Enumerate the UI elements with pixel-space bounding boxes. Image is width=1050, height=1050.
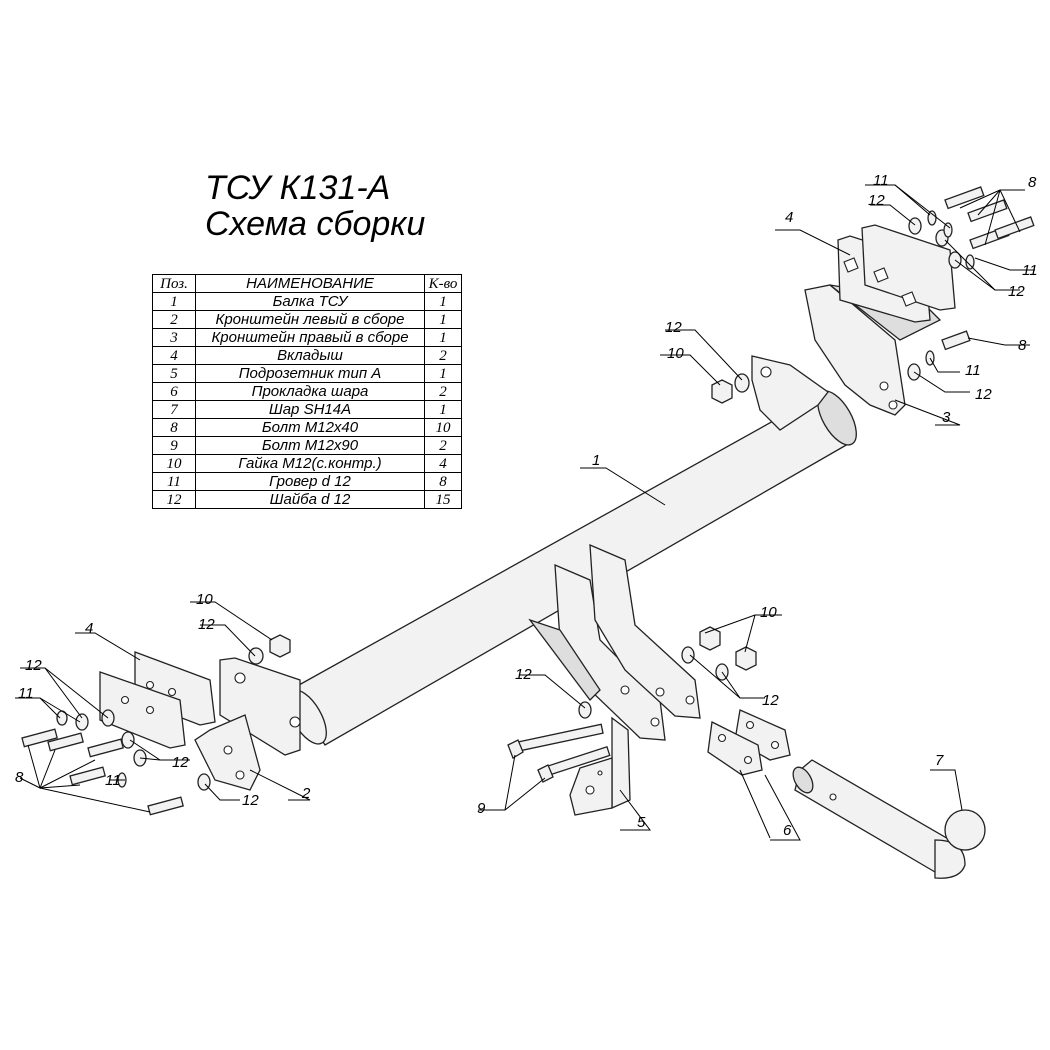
- diagram-title: ТСУ К131-А Схема сборки: [205, 170, 425, 242]
- row-pos: 12: [152, 490, 196, 509]
- callout-12-right: 12: [975, 386, 992, 403]
- callout-12-right-top: 12: [868, 192, 885, 209]
- row-name: Гровер d 12: [195, 472, 425, 491]
- row-name: Болт М12х90: [195, 436, 425, 455]
- row-name: Подрозетник тип А: [195, 364, 425, 383]
- callout-12-mid: 12: [665, 319, 682, 336]
- row-qty: 15: [424, 490, 462, 509]
- ball-pads-part-6: [707, 709, 791, 776]
- insert-left-part-4: [99, 651, 216, 749]
- callout-11-right-mid: 11: [1022, 262, 1038, 279]
- tow-ball-part-7: [792, 759, 986, 879]
- callout-8-left: 8: [15, 769, 24, 786]
- title-line-2: Схема сборки: [205, 205, 426, 243]
- row-name: Прокладка шара: [195, 382, 425, 401]
- row-name: Шайба d 12: [195, 490, 425, 509]
- callout-6: 6: [783, 822, 792, 839]
- callout-1: 1: [592, 452, 600, 469]
- callout-10-left: 10: [196, 591, 213, 608]
- callout-12-left-b: 12: [242, 792, 259, 809]
- title-line-1: ТСУ К131-А: [205, 169, 391, 207]
- callout-4-right: 4: [785, 209, 793, 226]
- callout-10-right: 10: [760, 604, 777, 621]
- callout-10-mid: 10: [667, 345, 684, 362]
- socket-plate-part-5: [569, 716, 631, 816]
- beam-part-1: [287, 355, 857, 746]
- row-name: Гайка М12(с.контр.): [195, 454, 425, 473]
- parts-table-header: Поз. НАИМЕНОВАНИЕ К-во: [152, 274, 462, 293]
- callout-11-left-b: 11: [105, 772, 121, 789]
- callout-8-right-top: 8: [1028, 174, 1037, 191]
- callout-12-left-top: 12: [198, 616, 215, 633]
- callout-4-left: 4: [85, 620, 93, 637]
- insert-right-part-4: [837, 224, 956, 323]
- callout-labels: 1 2 3 4 4 5 6 7 8 8 8 9 10 10 10 11 11 1…: [15, 172, 1038, 839]
- callout-12-left-a: 12: [25, 657, 42, 674]
- callout-7: 7: [935, 752, 944, 769]
- callout-11-right: 11: [965, 362, 981, 379]
- callout-2: 2: [301, 785, 311, 802]
- callout-11-left-a: 11: [18, 685, 34, 702]
- header-pos: Поз.: [152, 274, 196, 293]
- callout-3: 3: [942, 409, 951, 426]
- left-bracket-part-2: [194, 657, 301, 791]
- mid-nut-washer: [711, 373, 750, 404]
- row-qty: 1: [424, 364, 462, 383]
- row-qty: 4: [424, 454, 462, 473]
- callout-9: 9: [477, 800, 486, 817]
- leader-lines: [15, 184, 1035, 841]
- callout-12-center: 12: [515, 666, 532, 683]
- callout-8-right: 8: [1018, 337, 1027, 354]
- callout-12-left-mid: 12: [172, 754, 189, 771]
- right-nuts-washers: [681, 626, 757, 681]
- callout-5: 5: [637, 814, 646, 831]
- long-bolts-part-9: [507, 701, 611, 783]
- callout-12-right-mid: 12: [1008, 283, 1025, 300]
- callout-11-right-top: 11: [873, 172, 889, 189]
- callout-12-right-low: 12: [762, 692, 779, 709]
- row-name: Кронштейн левый в сборе: [195, 310, 425, 329]
